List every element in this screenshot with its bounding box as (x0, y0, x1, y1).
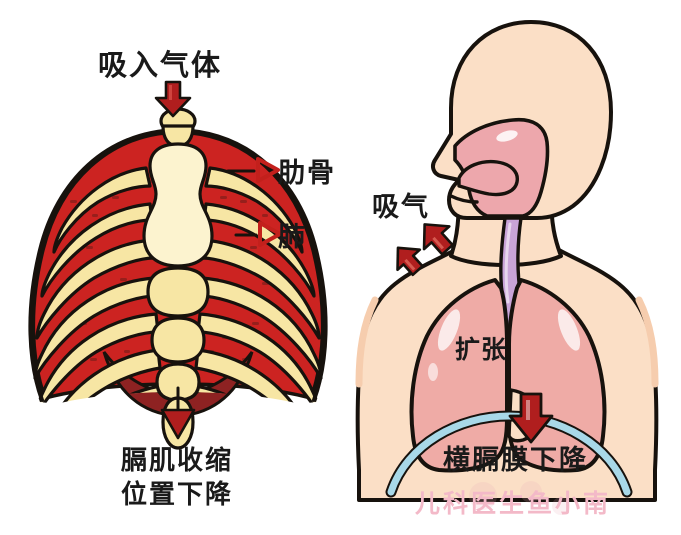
ribs-right (190, 166, 323, 404)
watermark-signature: 儿科医生鱼小南 (415, 489, 612, 518)
lung-label-leader (234, 221, 282, 247)
inhale-gas-arrow (154, 80, 192, 118)
rib-set (33, 166, 323, 404)
ribcage-artwork (28, 107, 328, 450)
caption-line-1: 膈肌收缩 (120, 446, 233, 476)
caption-diaphragm-descend: 横膈膜下降 (443, 445, 588, 476)
caption-lung-expand: 扩张 (455, 335, 508, 364)
sternum (142, 107, 214, 450)
oral-cavity (449, 194, 479, 204)
caption-line-2: 位置下降 (120, 480, 233, 511)
tongue (457, 159, 519, 197)
ribcage-diagram (28, 107, 328, 450)
diaphragm-down-arrow (160, 386, 196, 440)
caption-inhale-gas: 吸入气体 (98, 48, 223, 82)
caption-diaphragm-contract: 膈肌收缩 位置下降 (72, 444, 282, 513)
ribcage-outline-left (28, 128, 180, 402)
inhale-arrow-upper (422, 223, 454, 256)
ribs-left (33, 166, 166, 404)
caption-inhale: 吸气 (372, 192, 430, 223)
label-lung: 肺 (278, 222, 307, 253)
label-rib: 肋骨 (278, 158, 336, 189)
torso-artwork (355, 20, 659, 515)
torso-respiration-diagram (355, 0, 681, 535)
diaphragm-descend-arrow (508, 392, 554, 444)
rib-label-leader (226, 157, 280, 183)
inhale-arrow-lower (396, 246, 424, 277)
ribcage-outline-right (176, 128, 328, 402)
watermark-graphic (469, 481, 570, 515)
